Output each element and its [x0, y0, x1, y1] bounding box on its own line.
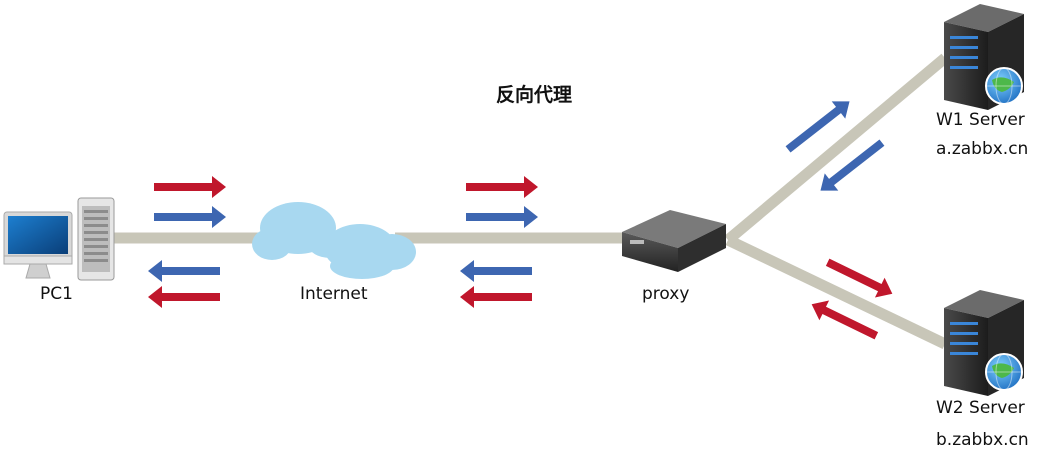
- arrow-request-pc-internet: [154, 176, 226, 198]
- link-proxy-server1: [724, 53, 949, 245]
- arrow-from-server1: [820, 139, 885, 191]
- globe-icon-w1: [985, 67, 1023, 105]
- server1-domain: a.zabbx.cn: [936, 139, 1029, 159]
- server1-label: W1 Server: [936, 110, 1025, 130]
- arrow-response-internet-pc: [148, 260, 220, 282]
- network-links: [112, 53, 949, 349]
- server2-domain: b.zabbx.cn: [936, 430, 1029, 450]
- arrow-response-pc-internet: [154, 206, 226, 228]
- arrow-request-internet-pc: [148, 286, 220, 308]
- pc-icon: [3, 197, 115, 281]
- arrow-response-internet-proxy: [466, 206, 538, 228]
- link-proxy-server2: [725, 235, 948, 349]
- internet-label: Internet: [300, 284, 368, 304]
- pc-label: PC1: [40, 284, 73, 304]
- arrow-response-proxy-internet: [460, 260, 532, 282]
- cloud-icon: [252, 202, 416, 279]
- arrow-to-server2: [825, 258, 893, 298]
- globe-icon-w2: [985, 353, 1023, 391]
- arrow-from-server2: [811, 300, 879, 340]
- proxy-label: proxy: [642, 284, 690, 304]
- diagram-title: 反向代理: [496, 84, 573, 106]
- server2-label: W2 Server: [936, 398, 1025, 418]
- arrow-to-server1: [785, 101, 850, 153]
- arrow-request-proxy-internet: [460, 286, 532, 308]
- arrow-request-internet-proxy: [466, 176, 538, 198]
- proxy-device-icon: [622, 210, 726, 272]
